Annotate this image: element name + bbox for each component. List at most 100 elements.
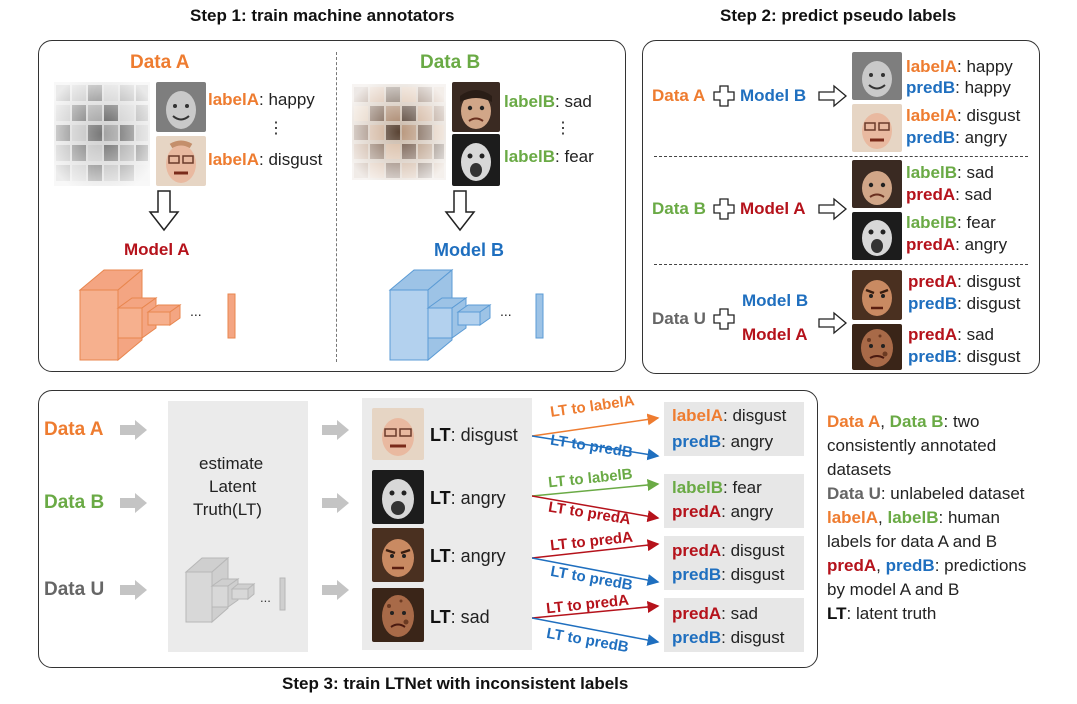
step3-input-data-b: Data B	[44, 492, 105, 513]
model-b-ellipsis: ...	[500, 303, 512, 319]
down-arrow-icon	[148, 190, 180, 237]
lt-row-4: LT: sad	[430, 607, 490, 627]
model-a-network-icon: ...	[76, 268, 246, 368]
output-arrow-icon	[322, 420, 350, 445]
step2-model-a: Model A	[740, 199, 806, 218]
face-disgust-image	[852, 104, 902, 152]
legend-line-preds: predA, predB: predictions	[827, 556, 1027, 575]
step2-data-a: Data A	[652, 86, 706, 105]
pair-1-line-2: predB: angry	[672, 432, 774, 451]
pair-4-line-2: predB: disgust	[672, 628, 785, 647]
step2-model-a-u: Model A	[742, 325, 808, 344]
step3-title: Step 3: train LTNet with inconsistent la…	[282, 674, 629, 693]
data-b-label-row-1: labelB: sad	[504, 92, 592, 111]
estimate-line-2: Latent	[209, 477, 257, 496]
data-b-vdots: ⋮	[555, 120, 571, 137]
step2-data-b: Data B	[652, 199, 706, 218]
legend-line-datasets: datasets	[827, 460, 892, 479]
right-arrow-icon	[818, 197, 848, 226]
legend-line-data-ab: Data A, Data B: two	[827, 412, 980, 431]
legend-line-consistently: consistently annotated	[827, 436, 997, 455]
ltnet-network-icon: ...	[182, 556, 302, 631]
face-happy-image	[156, 82, 206, 132]
legend-line-labels: labelA, labelB: human	[827, 508, 1000, 527]
model-b-network-icon: ...	[386, 268, 556, 368]
legend: Data A, Data B: two consistently annotat…	[827, 410, 1072, 626]
face-sad-makeup-image	[372, 588, 424, 642]
plus-icon	[712, 197, 736, 226]
pair-3-line-1: predA: disgust	[672, 541, 785, 560]
estimate-line-3: Truth(LT)	[193, 500, 262, 519]
step2-divider	[654, 156, 1028, 157]
lt-row-1: LT: disgust	[430, 425, 518, 445]
face-fear-image	[852, 212, 902, 260]
step1-divider	[336, 52, 337, 362]
step2-row-2-line-2: predB: angry	[906, 128, 1008, 147]
face-happy-image	[852, 52, 902, 100]
step3-input-data-u: Data U	[44, 579, 105, 600]
legend-line-data-u: Data U: unlabeled dataset	[827, 484, 1025, 503]
label-pair-box	[664, 474, 804, 528]
data-a-label-row-2: labelA: disgust	[208, 150, 323, 169]
pair-2-line-2: predA: angry	[672, 502, 774, 521]
input-arrow-icon	[120, 420, 148, 445]
data-a-vdots: ⋮	[268, 120, 284, 137]
step2-row-3-line-2: predA: sad	[906, 185, 992, 204]
step2-row-4-line-2: predA: angry	[906, 235, 1008, 254]
pair-4-line-1: predA: sad	[672, 604, 758, 623]
right-arrow-icon	[818, 84, 848, 113]
label-pair-box	[664, 402, 804, 456]
output-arrow-icon	[322, 493, 350, 518]
face-angry-image	[852, 270, 902, 320]
step2-row-4-line-1: labelB: fear	[906, 213, 996, 232]
input-arrow-icon	[120, 580, 148, 605]
plus-icon	[712, 307, 736, 336]
legend-line-preds-desc: by model A and B	[827, 580, 960, 599]
face-sad-image	[852, 160, 902, 208]
step2-row-2-line-1: labelA: disgust	[906, 106, 1021, 125]
down-arrow-icon	[444, 190, 476, 237]
step2-row-1-line-1: labelA: happy	[906, 57, 1013, 76]
data-a-label-row-1: labelA: happy	[208, 90, 315, 109]
step2-divider	[654, 264, 1028, 265]
step2-row-6-line-1: predA: sad	[908, 325, 994, 344]
pair-2-line-1: labelB: fear	[672, 478, 762, 497]
input-arrow-icon	[120, 493, 148, 518]
step2-row-5-line-2: predB: disgust	[908, 294, 1021, 313]
output-arrow-icon	[322, 580, 350, 605]
model-b-label: Model B	[434, 240, 504, 260]
model-a-ellipsis: ...	[190, 303, 202, 319]
step2-model-b: Model B	[740, 86, 807, 105]
plus-icon	[712, 84, 736, 113]
face-disgust-image	[156, 136, 206, 186]
face-angry-image	[372, 528, 424, 582]
legend-line-labels-desc: labels for data A and B	[827, 532, 998, 551]
step1-title: Step 1: train machine annotators	[190, 6, 455, 25]
ltnet-ellipsis: ...	[260, 590, 271, 605]
step2-model-b-u: Model B	[742, 291, 809, 310]
data-a-heading: Data A	[130, 52, 190, 73]
data-b-label-row-2: labelB: fear	[504, 147, 594, 166]
data-b-mosaic	[352, 84, 446, 185]
right-arrow-icon	[818, 311, 848, 340]
pair-1-line-1: labelA: disgust	[672, 406, 787, 425]
estimate-line-1: estimate	[199, 454, 264, 473]
face-angry-bw-image	[372, 470, 424, 524]
data-b-heading: Data B	[420, 52, 481, 73]
step2-data-u: Data U	[652, 309, 706, 328]
face-disgust-image	[372, 408, 424, 460]
model-a-label: Model A	[124, 240, 190, 259]
pair-3-line-2: predB: disgust	[672, 565, 785, 584]
label-pair-box	[664, 536, 804, 590]
step2-title: Step 2: predict pseudo labels	[720, 6, 957, 25]
lt-row-2: LT: angry	[430, 488, 506, 508]
label-pair-box	[664, 598, 804, 652]
step2-row-1-line-2: predB: happy	[906, 78, 1011, 97]
face-sad-makeup-image	[852, 324, 902, 370]
step2-row-5-line-1: predA: disgust	[908, 272, 1021, 291]
face-sad-image	[452, 82, 500, 132]
step2-row-3-line-1: labelB: sad	[906, 163, 994, 182]
step2-row-6-line-2: predB: disgust	[908, 347, 1021, 366]
data-a-mosaic	[54, 82, 150, 191]
diverging-arrows	[531, 398, 664, 663]
